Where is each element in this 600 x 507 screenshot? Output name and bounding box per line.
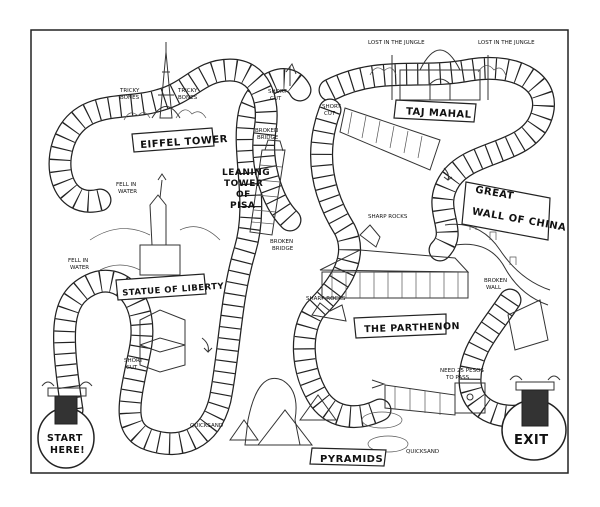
bridge-sketch (339, 107, 441, 171)
pisa-label: LEANING TOWER OF PISA (222, 168, 270, 211)
note-quicksand-right: QUICKSAND (406, 449, 439, 455)
exit-door-icon (521, 389, 549, 427)
pisa-label-line1: LEANING (222, 168, 270, 178)
great-wall-banner: GREAT WALL OF CHINA (461, 181, 567, 241)
start-label-line1: START (47, 433, 83, 444)
pisa-label-line4: PISA (230, 201, 255, 211)
statue-of-liberty-banner: STATUE OF LIBERTY (115, 273, 225, 301)
parthenon-landmark (311, 224, 470, 322)
note-short-cut-top-2: CUT (270, 96, 282, 102)
note-quicksand-left: QUICKSAND (190, 423, 223, 429)
note-fell-in-water-top-2: WATER (118, 189, 137, 195)
taj-mahal-landmark (369, 49, 507, 101)
note-tricky-bones-left-2: BONES (120, 95, 140, 101)
exit-space: EXIT (501, 375, 567, 461)
note-short-cut-mid: SHORT (322, 104, 341, 110)
eiffel-tower-banner: EIFFEL TOWER (131, 127, 228, 153)
eiffel-tower-landmark (123, 42, 207, 121)
parthenon-label: THE PARTHENON (364, 321, 460, 335)
note-broken-bridge-2: BRIDGE (257, 135, 279, 141)
taj-mahal-banner: TAJ MAHAL (393, 99, 477, 123)
start-door-icon (54, 395, 78, 425)
pyramids-label: PYRAMIDS (320, 454, 383, 465)
parthenon-banner: THE PARTHENON (353, 313, 460, 339)
note-tricky-bones-right: TRICKY (177, 88, 198, 94)
note-sharp-rocks-left: SHARP ROCKS (306, 296, 346, 302)
note-need-pesos: NEED 25 PESOS (440, 368, 484, 374)
note-fell-in-water-top: FELL IN (116, 182, 136, 188)
note-sharp-rocks-top: SHARP ROCKS (368, 214, 408, 220)
note-tricky-bones-right-2: BONES (178, 95, 198, 101)
note-short-cut-top: SHORT (268, 89, 287, 95)
crate-sketch (139, 309, 186, 373)
note-broken-wall: BROKEN (484, 278, 507, 284)
arrow-markers (201, 62, 453, 389)
pisa-label-line3: OF (236, 190, 251, 200)
note-lost-jungle-right: LOST IN THE JUNGLE (478, 40, 535, 46)
note-short-cut-bottom-2: CUT (126, 365, 138, 371)
note-broken-bridge-lower-2: BRIDGE (272, 246, 294, 252)
pisa-landmark (249, 139, 286, 236)
note-short-cut-mid-2: CUT (324, 111, 336, 117)
statue-of-liberty-landmark (89, 173, 221, 276)
taj-mahal-label: TAJ MAHAL (406, 106, 472, 120)
pyramids-banner: PYRAMIDS (309, 447, 387, 467)
note-fell-in-water-mid-2: WATER (70, 265, 89, 271)
note-fell-in-water-mid: FELL IN (68, 258, 88, 264)
note-broken-wall-2: WALL (486, 285, 502, 291)
pyramids-landmark (229, 378, 409, 453)
lower-bridge-sketch (384, 382, 486, 416)
note-broken-bridge: BROKEN (255, 128, 278, 134)
note-broken-bridge-lower: BROKEN (270, 239, 293, 245)
board-frame (30, 29, 569, 474)
start-space: START HERE! (37, 381, 95, 469)
game-track (48, 56, 555, 456)
exit-label: EXIT (514, 433, 549, 448)
pisa-label-line2: TOWER (224, 179, 263, 189)
note-short-cut-bottom: SHORT (124, 358, 143, 364)
note-tricky-bones-left: TRICKY (119, 88, 140, 94)
start-label-line2: HERE! (50, 445, 85, 456)
note-lost-jungle-left: LOST IN THE JUNGLE (368, 40, 425, 46)
note-need-pesos-2: TO PASS (445, 375, 470, 381)
